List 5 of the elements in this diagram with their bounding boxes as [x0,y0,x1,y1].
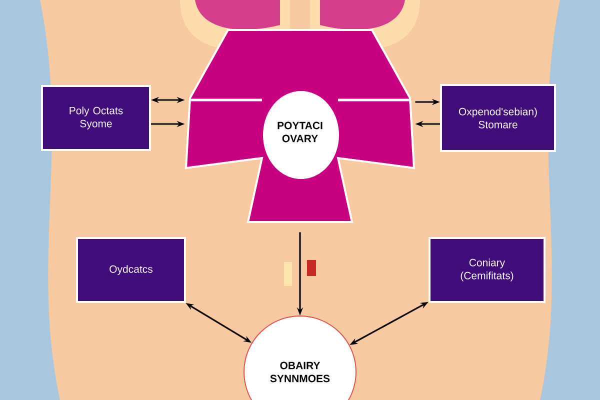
label-box: Coniary (Cemifitats) [428,237,546,303]
label-box: Oydcatcs [76,237,186,303]
label-box: Oxpenod'sebian) Stomare [440,84,556,152]
ovary-drawing: POYTACI OVARY [184,29,416,223]
label-box: Poly Octats Syome [41,85,151,151]
